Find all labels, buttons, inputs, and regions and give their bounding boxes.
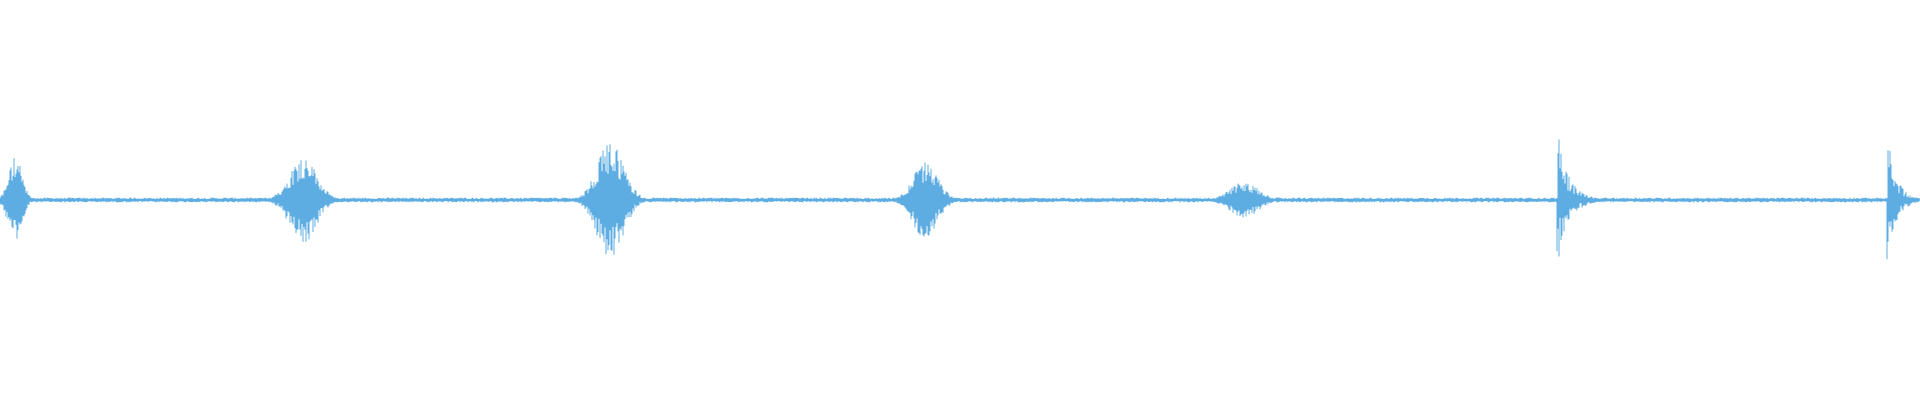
waveform-envelope (0, 139, 1920, 260)
